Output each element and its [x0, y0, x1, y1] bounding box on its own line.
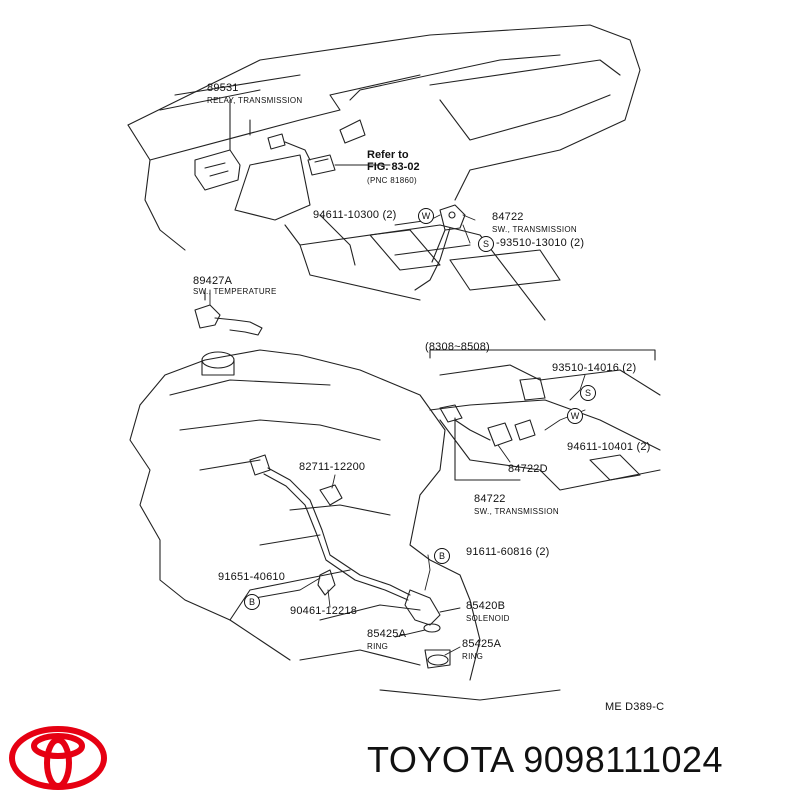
- label-84722-top: 84722: [492, 211, 524, 223]
- label-84722d: 84722D: [508, 463, 548, 475]
- label-89427a: 89427A: [193, 275, 233, 287]
- label-91651-40610: 91651-40610: [218, 571, 286, 583]
- label-93510-13010: -93510-13010 (2): [496, 237, 585, 249]
- label-sw-temperature: SW., TEMPERATURE: [193, 287, 277, 296]
- switch-top-part: [414, 204, 466, 291]
- label-fig-83-02: FIG. 83-02: [367, 161, 420, 173]
- wire-harness: [249, 454, 451, 669]
- w-symbol: W: [567, 408, 583, 424]
- inset-panel: [429, 349, 661, 491]
- label-sw-transmission-top: SW., TRANSMISSION: [492, 225, 577, 234]
- connector-part: [267, 133, 336, 176]
- dashboard-outline: [127, 24, 641, 321]
- label-refer-to: Refer to: [367, 149, 409, 161]
- label-91611-60816: 91611-60816 (2): [466, 546, 550, 558]
- label-pnc-81860: (PNC 81860): [367, 176, 417, 185]
- label-85425a-left: 85425A: [367, 628, 407, 640]
- engine-outline: [129, 349, 561, 701]
- label-ring-right: RING: [462, 652, 484, 661]
- label-85420b: 85420B: [466, 600, 506, 612]
- label-date-range: (8308~8508): [425, 341, 490, 353]
- label-85425a-right: 85425A: [462, 638, 502, 650]
- w-symbol: W: [418, 208, 434, 224]
- diagram-code: ME D389-C: [605, 701, 665, 713]
- label-90461-12218: 90461-12218: [290, 605, 358, 617]
- label-solenoid: SOLENOID: [466, 614, 510, 623]
- b-symbol: B: [434, 548, 450, 564]
- s-symbol: S: [580, 385, 596, 401]
- b-symbol: B: [244, 594, 260, 610]
- label-89531: 89531: [207, 82, 239, 94]
- relay-part: [194, 99, 241, 191]
- label-sw-transmission-bottom: SW., TRANSMISSION: [474, 507, 559, 516]
- leader-lines: [209, 164, 586, 656]
- label-ring-left: RING: [367, 642, 389, 651]
- temperature-switch-part: [194, 289, 263, 336]
- label-93510-14016: 93510-14016 (2): [552, 362, 637, 374]
- label-94611-10300: 94611-10300 (2): [313, 209, 397, 221]
- label-84722-bottom: 84722: [474, 493, 506, 505]
- exploded-parts-drawing: [127, 24, 661, 701]
- label-82711-12200: 82711-12200: [299, 461, 366, 473]
- toyota-logo-icon: [9, 726, 107, 790]
- s-symbol: S: [478, 236, 494, 252]
- label-94611-10401: 94611-10401 (2): [567, 441, 651, 453]
- label-relay-transmission: RELAY, TRANSMISSION: [207, 96, 303, 105]
- brand-part-number: TOYOTA 9098111024: [367, 739, 724, 780]
